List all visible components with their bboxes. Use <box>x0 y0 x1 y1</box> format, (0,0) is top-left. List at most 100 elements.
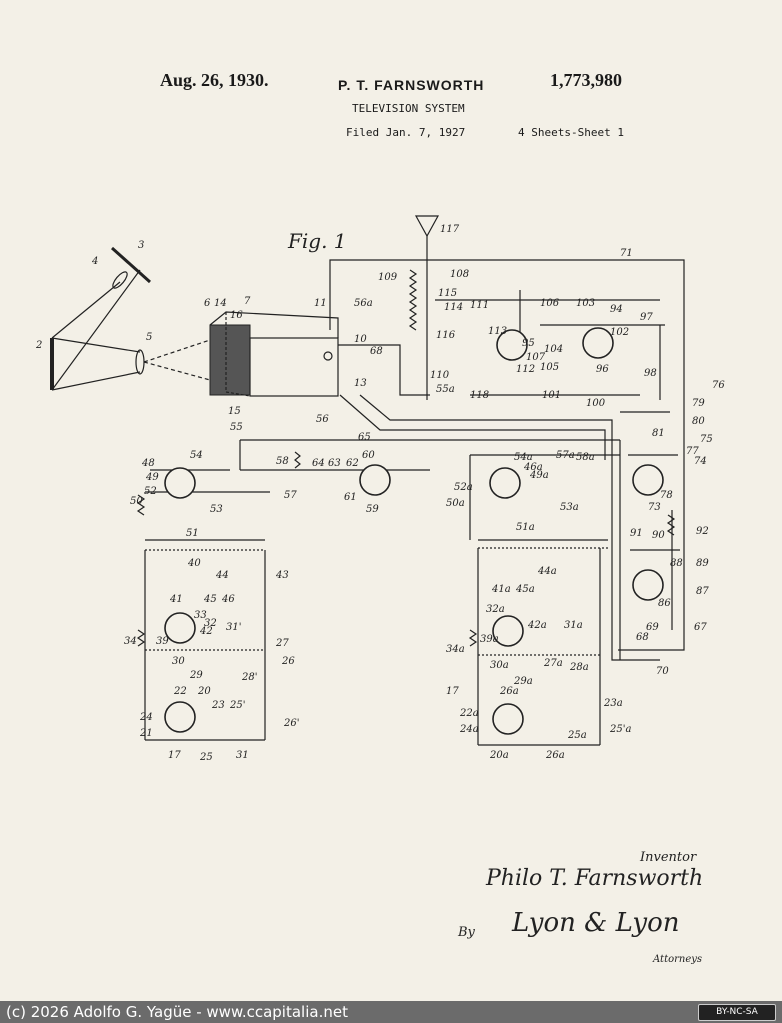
component-label: 71 <box>620 248 633 259</box>
component-label: 69 <box>646 622 659 633</box>
component-label: 56 <box>316 414 329 425</box>
component-label: 43 <box>275 570 289 581</box>
component-label: 25'a <box>609 724 631 735</box>
filed-date: Filed Jan. 7, 1927 <box>346 126 466 139</box>
component-label: 48 <box>141 458 155 469</box>
component-label: 31' <box>226 622 241 633</box>
component-label: 2 <box>35 340 42 351</box>
component-label: 3 <box>138 240 144 251</box>
component-label: 58 <box>276 456 289 467</box>
component-label: 67 <box>694 622 707 633</box>
component-label: 50 <box>130 496 143 507</box>
component-label: 98 <box>644 368 657 379</box>
component-label: 92 <box>696 526 709 537</box>
component-label: 17 <box>168 750 181 761</box>
component-label: 33 <box>194 610 207 621</box>
component-label: 28' <box>241 672 257 683</box>
component-label: 24a <box>459 724 479 735</box>
component-label: 97 <box>640 312 653 323</box>
component-label: 42 <box>199 626 213 637</box>
component-label: 16 <box>230 310 243 321</box>
inventor-signature: Philo T. Farnsworth <box>486 866 704 891</box>
component-label: 23a <box>603 698 623 709</box>
component-label: 113 <box>488 326 507 337</box>
component-label: 59 <box>366 504 379 515</box>
component-label: 60 <box>362 450 375 461</box>
circuit-diagram: Fig. 1 <box>35 215 725 763</box>
component-label: 32a <box>486 604 505 615</box>
component-label: 101 <box>542 390 561 401</box>
component-label: 57 <box>284 490 297 501</box>
component-label: 79 <box>692 398 705 409</box>
component-label: 14 <box>214 298 227 309</box>
component-label: 51a <box>516 522 535 533</box>
component-label: 13 <box>354 378 367 389</box>
component-label: 22a <box>459 708 479 719</box>
component-label: 52 <box>144 486 157 497</box>
component-label: 70 <box>656 666 669 677</box>
patent-date: Aug. 26, 1930. <box>160 70 269 90</box>
component-label: 49a <box>529 470 549 481</box>
component-label: 20 <box>197 686 211 697</box>
attorneys-label: Attorneys <box>653 954 703 965</box>
attorney-signature: Lyon & Lyon <box>512 908 680 938</box>
component-label: 76 <box>712 380 725 391</box>
figure-label: Fig. 1 <box>287 229 347 253</box>
component-label: 57a <box>556 450 575 461</box>
component-label: 104 <box>544 344 563 355</box>
antenna <box>414 215 440 400</box>
component-label: 63 <box>328 458 341 469</box>
component-label: 44 <box>215 570 229 581</box>
component-label: 58a <box>576 452 595 463</box>
wiring <box>144 259 685 746</box>
component-label: 26 <box>281 656 295 667</box>
component-label: 96 <box>596 364 609 375</box>
component-label: 74 <box>694 456 707 467</box>
component-label: 49 <box>145 472 159 483</box>
component-label: 15 <box>228 406 241 417</box>
copyright-footer: (c) 2026 Adolfo G. Yagüe - www.ccapitali… <box>0 1001 782 1023</box>
component-label: 17 <box>446 686 459 697</box>
component-label: 21 <box>139 728 153 739</box>
component-label: 50a <box>446 498 465 509</box>
component-label: 109 <box>378 272 398 283</box>
component-label: 45a <box>515 584 535 595</box>
component-label: 94 <box>610 304 623 315</box>
component-label: 10 <box>354 334 367 345</box>
component-label: 81 <box>652 428 665 439</box>
component-label: 42a <box>527 620 547 631</box>
component-label: 30 <box>172 656 185 667</box>
component-label: 25a <box>567 730 587 741</box>
component-label: 103 <box>576 298 595 309</box>
component-label: 23 <box>211 700 225 711</box>
component-label: 80 <box>692 416 705 427</box>
component-label: 108 <box>450 269 469 280</box>
component-label: 27a <box>543 658 563 669</box>
vacuum-tubes <box>164 327 664 735</box>
component-label: 105 <box>540 362 559 373</box>
component-label: 65 <box>358 432 371 443</box>
component-label: 102 <box>610 327 629 338</box>
component-label: 90 <box>652 530 665 541</box>
component-label: 26' <box>283 718 299 729</box>
component-label: 68 <box>636 632 649 643</box>
component-label: 54a <box>514 452 533 463</box>
component-label: 64 <box>312 458 325 469</box>
component-label: 31a <box>564 620 583 631</box>
dissector-tube <box>209 311 339 397</box>
component-label: 51 <box>186 528 199 539</box>
component-label: 100 <box>586 398 606 409</box>
component-label: 75 <box>700 434 713 445</box>
component-label: 86 <box>658 598 671 609</box>
component-label: 25' <box>229 700 245 711</box>
inventor-label: Inventor <box>640 850 697 865</box>
component-label: 28a <box>569 662 589 673</box>
cc-license-badge[interactable]: BY-NC-SA <box>698 1004 776 1021</box>
component-label: 5 <box>146 332 152 343</box>
component-label: 77 <box>686 446 699 457</box>
component-label: 30a <box>490 660 509 671</box>
component-label: 117 <box>440 224 460 235</box>
component-label: 89 <box>696 558 709 569</box>
component-label: 55 <box>230 422 243 433</box>
component-label: 41a <box>491 584 511 595</box>
